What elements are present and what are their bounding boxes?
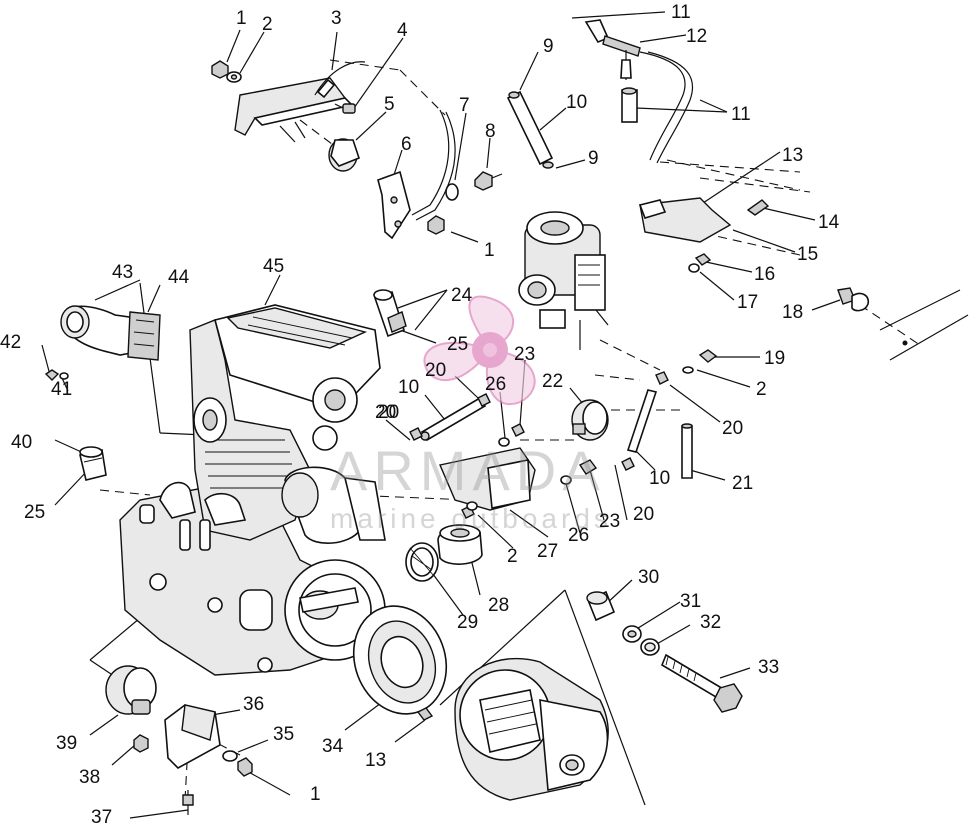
callout-label: 30 (638, 567, 659, 588)
callout-label: 37 (91, 807, 112, 826)
callout-label: 10 (649, 468, 670, 489)
callout-label: 11 (731, 104, 751, 125)
callout-label: 35 (273, 724, 294, 745)
callout-label: 45 (263, 256, 284, 277)
lower-mount-assembly (105, 665, 253, 815)
watermark: ARMADA marine outboards (330, 295, 612, 534)
callout-label: 20 (633, 504, 654, 525)
callout-label: 39 (56, 733, 77, 754)
callout-label: 40 (11, 432, 32, 453)
callout-label: 2 (507, 546, 518, 567)
callout-label: 32 (700, 612, 721, 633)
callout-label: 19 (764, 348, 785, 369)
callout-label: 29 (457, 612, 478, 633)
callout-label: 9 (588, 148, 599, 169)
callout-label: 13 (782, 145, 803, 166)
callout-label: 25 (447, 334, 468, 355)
callout-label: 2 (756, 379, 767, 400)
callout-label: 24 (451, 285, 473, 306)
callout-label: 27 (537, 541, 558, 562)
callout-labels: 1 2 3 4 5 6 7 8 9 9 10 11 11 12 13 14 15… (0, 2, 840, 826)
callout-label: 5 (384, 94, 395, 115)
upper-mount-assembly (211, 60, 503, 240)
callout-label: 26 (568, 525, 589, 546)
callout-label: 14 (818, 212, 840, 233)
callout-label: 6 (401, 134, 412, 155)
callout-label: 12 (686, 26, 707, 47)
callout-label: 8 (485, 121, 496, 142)
callout-label: 42 (0, 332, 21, 353)
callout-label: 10 (566, 92, 587, 113)
callout-label: 25 (24, 502, 45, 523)
callout-label: 2 (262, 14, 273, 35)
callout-label: 17 (737, 292, 758, 313)
callout-label: 26 (485, 374, 506, 395)
engine-block (119, 304, 386, 676)
callout-label: 43 (112, 262, 133, 283)
callout-label: 41 (51, 379, 72, 400)
callout-label: 33 (758, 657, 779, 678)
callout-label: 31 (680, 591, 701, 612)
callout-label: 20 (375, 402, 396, 423)
callout-label: 20 (378, 402, 399, 423)
callout-label: 36 (243, 694, 264, 715)
callout-label: 4 (397, 20, 408, 41)
right-hardware (571, 349, 718, 479)
callout-label: 22 (542, 371, 563, 392)
throttle-cable-assembly (584, 19, 969, 361)
callout-label: 10 (398, 377, 419, 398)
callout-label: 15 (797, 244, 818, 265)
callout-label: 11 (671, 2, 691, 23)
center-hardware (373, 289, 598, 519)
callout-label: 20 (722, 418, 743, 439)
callout-label: 23 (514, 344, 535, 365)
callout-label: 38 (79, 767, 100, 788)
callout-label: 23 (599, 511, 620, 532)
propeller-logo-icon (423, 295, 536, 405)
callout-label: 7 (459, 95, 470, 116)
callout-label: 1 (484, 240, 495, 261)
callout-label: 44 (168, 267, 190, 288)
callout-label: 16 (754, 264, 775, 285)
carburetor-assembly (506, 90, 609, 350)
bolt-hardware (586, 590, 743, 713)
watermark-tagline: marine outboards (330, 503, 612, 534)
callout-label: 21 (732, 473, 753, 494)
clutch-assembly (352, 605, 609, 801)
drive-parts (405, 524, 483, 582)
callout-label: 34 (322, 736, 344, 757)
callout-label: 1 (236, 8, 247, 29)
callout-label: 1 (310, 784, 321, 805)
callout-label: 9 (543, 36, 554, 57)
callout-label: 28 (488, 595, 509, 616)
intake-assembly (44, 305, 161, 481)
callout-label: 20 (425, 360, 446, 381)
watermark-brand: ARMADA (330, 439, 606, 502)
callout-label: 3 (331, 8, 342, 29)
callout-label: 13 (365, 750, 386, 771)
callout-label: 18 (782, 302, 803, 323)
